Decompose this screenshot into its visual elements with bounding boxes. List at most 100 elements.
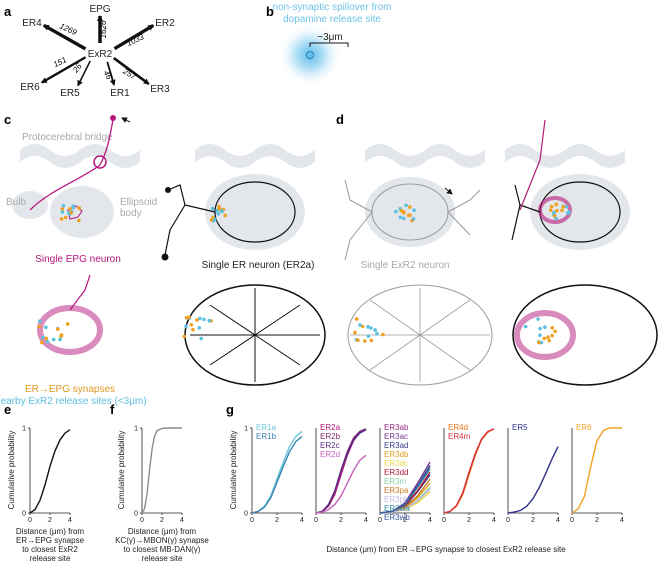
synapse-dot bbox=[404, 203, 408, 208]
chart-g-series-er3wb bbox=[379, 465, 431, 514]
chart-g-legend-er3pa: ER3pa bbox=[384, 486, 409, 495]
synapse-dot bbox=[399, 208, 404, 213]
chart-e-xtick-label: 4 bbox=[68, 517, 72, 524]
synapse-dot bbox=[394, 209, 398, 214]
chart-g-legend-er1b: ER1b bbox=[256, 432, 277, 441]
ellipsoid-body-shape bbox=[50, 186, 114, 238]
synapse-dot bbox=[198, 316, 202, 321]
chart-g-legend-er1a: ER1a bbox=[256, 423, 277, 432]
chart-g-sub2-xtick-label: 0 bbox=[378, 517, 382, 524]
network-edge-er3 bbox=[113, 56, 150, 86]
chart-g-legend-er3ac: ER3ac bbox=[384, 432, 408, 441]
synapse-dot bbox=[398, 215, 403, 220]
synapse-dot bbox=[199, 336, 203, 341]
chart-g-sub1-xtick-label: 4 bbox=[364, 517, 368, 524]
synapse-dot bbox=[401, 216, 406, 221]
panel-label-b: b bbox=[266, 4, 274, 19]
er-neuron-axon bbox=[164, 204, 186, 256]
synapse-dot bbox=[37, 324, 42, 329]
chart-g-sub0-xtick-label: 2 bbox=[275, 517, 279, 524]
exr2-arrow bbox=[444, 187, 453, 195]
panel-c-anatomy: Protocerebral bridge Bulb Ellipsoid body… bbox=[0, 115, 326, 407]
chart-f-ytick-label: 1 bbox=[134, 426, 138, 433]
chart-g-series-er1b bbox=[251, 435, 303, 514]
chart-g-legend-er3db: ER3db bbox=[384, 450, 409, 459]
chart-g-sub2-xtick-label: 2 bbox=[403, 517, 407, 524]
synapse-dot bbox=[41, 335, 45, 340]
synapse-dot bbox=[51, 337, 56, 342]
synapse-dot bbox=[553, 329, 557, 334]
er-label: Single ER neuron (ER2a) bbox=[202, 260, 315, 271]
synapse-dot bbox=[550, 333, 555, 338]
synapse-dot bbox=[71, 205, 76, 210]
synapse-dot bbox=[69, 210, 74, 215]
chart-e-xtick-label: 2 bbox=[48, 517, 52, 524]
synapse-dot bbox=[207, 318, 212, 323]
chart-g-series-er2d bbox=[315, 454, 367, 514]
epg-soma-arrow bbox=[121, 117, 131, 123]
synapse-dot bbox=[212, 217, 217, 221]
chart-f-ytick-label: 0 bbox=[134, 511, 138, 518]
synapse-dot bbox=[408, 213, 412, 218]
epg-arbor-zoom-axon bbox=[69, 274, 91, 311]
synapse-dot bbox=[68, 206, 72, 211]
chart-g-legend-er3ab: ER3ab bbox=[384, 423, 409, 432]
chart-f-xlabel-line: to closest MB-DAN(γ) bbox=[124, 545, 201, 554]
synapse-dot bbox=[369, 326, 373, 330]
synapse-markers bbox=[37, 202, 571, 345]
chart-g-sub0-xtick-label: 4 bbox=[300, 517, 304, 524]
synapse-dot bbox=[55, 327, 60, 332]
chart-g-legend-er3ad: ER3ad bbox=[384, 441, 408, 450]
chart-g-legend-er2c: ER2c bbox=[320, 441, 340, 450]
scale-bar bbox=[309, 42, 349, 47]
synapse-dot bbox=[77, 206, 81, 210]
synapse-dot bbox=[61, 204, 66, 208]
synapse-dot bbox=[538, 326, 542, 331]
network-edge-er2 bbox=[113, 24, 155, 51]
chart-g-sub4-xtick-label: 2 bbox=[531, 517, 535, 524]
chart-e-ytick-label: 1 bbox=[22, 426, 26, 433]
network-node-er6: ER6 bbox=[20, 82, 40, 93]
chart-g-sub5-xtick-label: 4 bbox=[620, 517, 624, 524]
chart-g-sub5-xtick-label: 0 bbox=[570, 517, 574, 524]
pb-shape-d2 bbox=[505, 144, 625, 168]
epg-soma bbox=[110, 115, 116, 121]
chart-e-xlabel-line: Distance (μm) from bbox=[16, 527, 85, 536]
chart-f-xtick-label: 2 bbox=[160, 517, 164, 524]
synapse-dot bbox=[411, 216, 416, 221]
protocerebral-bridge-label: Protocerebral bridge bbox=[22, 132, 113, 143]
bulb-label: Bulb bbox=[6, 197, 26, 208]
scale-bar-label: ~3μm bbox=[317, 32, 343, 43]
synapse-dot bbox=[60, 210, 65, 214]
chart-f-xlabel-line: release site bbox=[142, 554, 183, 563]
network-count-er1: 46 bbox=[102, 69, 114, 82]
network-count-er3: 257 bbox=[121, 66, 138, 81]
synapse-dot bbox=[65, 322, 70, 326]
synapse-dot bbox=[40, 340, 44, 345]
chart-g-series-er6 bbox=[571, 427, 622, 514]
diffusion-cloud bbox=[278, 23, 342, 87]
overlay-arbor-zoom bbox=[512, 284, 658, 386]
chart-g-sub5-xtick-label: 2 bbox=[595, 517, 599, 524]
synapse-dot bbox=[550, 326, 555, 330]
synapse-dot bbox=[353, 330, 357, 335]
chart-e-ylabel: Cumulative probability bbox=[7, 431, 16, 510]
chart-g-series-er4m bbox=[443, 428, 495, 514]
exr2-arbor-zoom-branches bbox=[350, 288, 490, 382]
chart-e-xlabel-line: ER→EPG synapse bbox=[16, 536, 85, 545]
synapse-dot bbox=[408, 205, 412, 209]
synapse-dot bbox=[44, 325, 48, 330]
chart-f-xlabel-line: KC(γ)→MBON(γ) synapse bbox=[115, 536, 209, 545]
synapse-dot bbox=[356, 338, 360, 343]
synapse-dot bbox=[209, 218, 214, 222]
synapse-dot bbox=[184, 324, 188, 329]
panel-label-e: e bbox=[4, 402, 11, 417]
chart-g-sub3-xtick-label: 4 bbox=[492, 517, 496, 524]
chart-g-legend-er4m: ER4m bbox=[448, 432, 471, 441]
panel-label-d: d bbox=[336, 112, 344, 127]
synapse-dot bbox=[539, 340, 544, 345]
release-label: Nearby ExR2 release sites (<3μm) bbox=[0, 396, 147, 407]
